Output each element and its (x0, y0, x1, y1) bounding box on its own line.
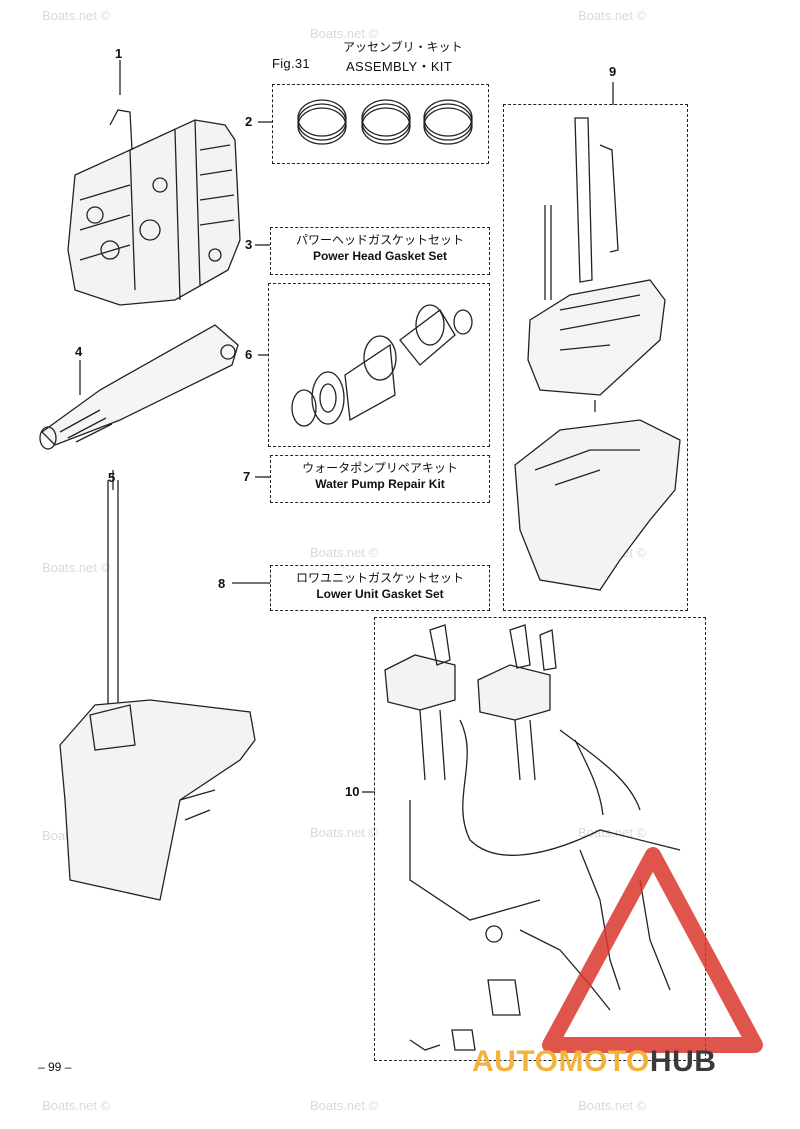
kit-label-en: Lower Unit Gasket Set (316, 587, 444, 601)
water-pump-repair-kit-label: ウォータポンプリペアキット Water Pump Repair Kit (270, 455, 490, 503)
drive-shaft-housing-illustration (39, 324, 239, 450)
title-japanese: アッセンブリ・キット (343, 40, 463, 54)
lower-unit-illustration (59, 470, 256, 901)
lower-unit-gasket-set-label: ロワユニットガスケットセット Lower Unit Gasket Set (270, 565, 490, 611)
automotohub-logo: AUTOMOTOHUB (472, 1045, 716, 1079)
callout-9: 9 (609, 64, 617, 79)
watermark: Boats.net © (42, 1098, 111, 1113)
upper-casing-illustration (514, 117, 681, 591)
watermark: Boats.net © (310, 545, 379, 560)
watermark: Boats.net © (578, 1098, 647, 1113)
kit-label-en: Power Head Gasket Set (312, 249, 448, 263)
watermark: Boats.net © (42, 560, 111, 575)
title-english: ASSEMBLY・KIT (346, 59, 452, 74)
callout-1: 1 (115, 46, 123, 61)
watermark: Boats.net © (310, 825, 379, 840)
logo-text-part2: HUB (649, 1045, 717, 1078)
figure-label: Fig.31 (272, 56, 310, 71)
remote-control-illustration (384, 624, 681, 1051)
power-head-gasket-set-label: パワーヘッドガスケットセット Power Head Gasket Set (270, 227, 490, 275)
remote-control-box (374, 617, 706, 1061)
kit-label-jp: パワーヘッドガスケットセット (295, 233, 464, 247)
upper-casing-box (503, 104, 688, 611)
callout-7: 7 (243, 469, 251, 484)
watermark: Boats.net © (578, 8, 647, 23)
callout-6: 6 (245, 347, 253, 362)
power-head-illustration (67, 60, 241, 306)
callout-5: 5 (108, 470, 116, 485)
piston-ring-kit-box (272, 84, 489, 164)
watermark: Boats.net © (310, 1098, 379, 1113)
watermark: Boats.net © (310, 26, 379, 41)
callout-2: 2 (245, 114, 253, 129)
kit-label-jp: ウォータポンプリペアキット (302, 461, 458, 475)
kit-label-jp: ロワユニットガスケットセット (295, 571, 464, 585)
kit-label-en: Water Pump Repair Kit (315, 477, 445, 491)
callout-3: 3 (245, 237, 253, 252)
water-pump-kit-box (268, 283, 490, 447)
callout-10: 10 (345, 784, 360, 799)
watermark: Boats.net © (42, 8, 111, 23)
piston-rings-illustration (297, 99, 473, 145)
callout-4: 4 (75, 344, 83, 359)
logo-text-part1: AUTOMOTO (472, 1045, 650, 1078)
page-number: – 99 – (38, 1060, 72, 1074)
callout-8: 8 (218, 576, 226, 591)
water-pump-illustration (291, 304, 473, 427)
